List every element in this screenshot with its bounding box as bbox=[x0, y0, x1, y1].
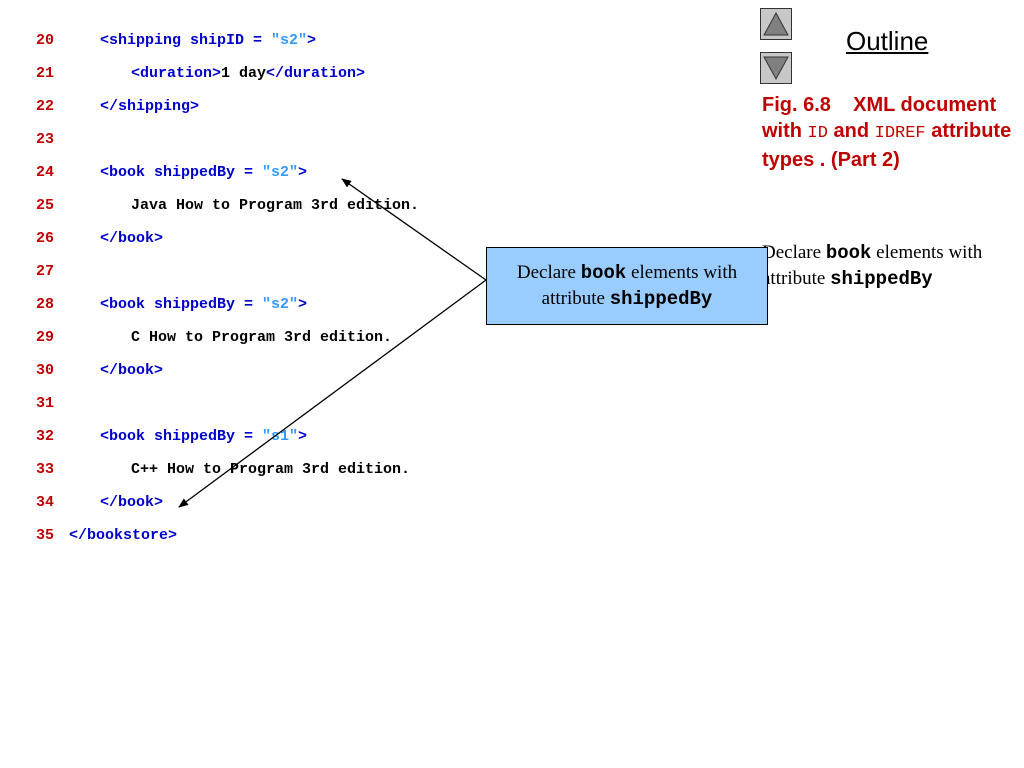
code-token: > bbox=[298, 296, 308, 313]
code-line: 26 </book> bbox=[0, 229, 700, 249]
code-text: <book shippedBy = "s2"> bbox=[100, 295, 307, 315]
code-token: </book> bbox=[100, 362, 164, 379]
code-token: > bbox=[298, 164, 308, 181]
code-text: </book> bbox=[100, 493, 163, 513]
code-token: </duration> bbox=[266, 65, 366, 82]
callout-code-book: book bbox=[580, 262, 627, 284]
code-line: 31 bbox=[0, 394, 700, 414]
code-text: <shipping shipID = "s2"> bbox=[100, 31, 316, 51]
code-token: > bbox=[298, 428, 308, 445]
code-text: <duration>1 day</duration> bbox=[131, 64, 365, 84]
code-line: 32 <book shippedBy = "s1"> bbox=[0, 427, 700, 447]
code-token: </bookstore> bbox=[69, 527, 178, 544]
line-number: 32 bbox=[36, 428, 55, 445]
code-line: 29 C How to Program 3rd edition. bbox=[0, 328, 700, 348]
code-line: 21 <duration>1 day</duration> bbox=[0, 64, 700, 84]
figure-label: Fig. 6.8 bbox=[762, 94, 831, 116]
code-text: </shipping> bbox=[100, 97, 199, 117]
code-token: <book shippedBy = bbox=[100, 164, 263, 181]
code-token: <shipping shipID = bbox=[100, 32, 272, 49]
outline-up-button[interactable] bbox=[760, 8, 792, 40]
code-token: C++ How to Program 3rd edition. bbox=[131, 461, 411, 478]
code-token: 1 day bbox=[221, 65, 267, 82]
code-token: <book shippedBy = bbox=[100, 296, 263, 313]
code-text: </bookstore> bbox=[69, 526, 177, 546]
code-token: "s2" bbox=[271, 32, 308, 49]
caption-text-1: XML document with bbox=[762, 94, 997, 142]
code-text: </book> bbox=[100, 361, 163, 381]
code-token: C How to Program 3rd edition. bbox=[131, 329, 393, 346]
code-line: 24 <book shippedBy = "s2"> bbox=[0, 163, 700, 183]
line-number: 26 bbox=[36, 230, 55, 247]
line-number: 28 bbox=[36, 296, 55, 313]
note-text-1: Declare bbox=[762, 242, 826, 263]
code-line: 33 C++ How to Program 3rd edition. bbox=[0, 460, 700, 480]
code-text: C++ How to Program 3rd edition. bbox=[131, 460, 410, 480]
outline-down-button[interactable] bbox=[760, 52, 792, 84]
line-number: 33 bbox=[36, 461, 55, 478]
code-line: 27 bbox=[0, 262, 700, 282]
line-number: 31 bbox=[36, 395, 55, 412]
caption-text-3: attribute types . (Part 2) bbox=[762, 120, 1012, 171]
code-text: Java How to Program 3rd edition. bbox=[131, 196, 419, 216]
callout-box: Declare book elements with attribute shi… bbox=[486, 247, 768, 325]
line-number: 27 bbox=[36, 263, 55, 280]
line-number: 34 bbox=[36, 494, 55, 511]
code-token: </book> bbox=[100, 230, 164, 247]
code-line: 34 </book> bbox=[0, 493, 700, 513]
triangle-up-icon bbox=[763, 11, 789, 36]
code-token: "s2" bbox=[262, 164, 299, 181]
line-number: 25 bbox=[36, 197, 55, 214]
code-token: </book> bbox=[100, 494, 164, 511]
line-number: 30 bbox=[36, 362, 55, 379]
line-number: 20 bbox=[36, 32, 55, 49]
code-token: > bbox=[307, 32, 317, 49]
callout-code-shippedby: shippedBy bbox=[609, 288, 713, 310]
code-token: "s1" bbox=[262, 428, 299, 445]
side-note: Declare book elements with attribute shi… bbox=[762, 240, 1022, 292]
line-number: 24 bbox=[36, 164, 55, 181]
line-number: 29 bbox=[36, 329, 55, 346]
code-line: 30 </book> bbox=[0, 361, 700, 381]
note-code-book: book bbox=[825, 242, 872, 264]
code-token: <duration> bbox=[131, 65, 222, 82]
outline-title[interactable]: Outline bbox=[846, 26, 929, 56]
code-token: "s2" bbox=[262, 296, 299, 313]
caption-code-id: ID bbox=[807, 124, 828, 143]
code-text: <book shippedBy = "s2"> bbox=[100, 163, 307, 183]
callout-text-1: Declare bbox=[516, 262, 581, 283]
caption-code-idref: IDREF bbox=[874, 124, 926, 143]
code-line: 35 </bookstore> bbox=[0, 526, 700, 546]
line-number: 23 bbox=[36, 131, 55, 148]
line-number: 35 bbox=[36, 527, 55, 544]
code-line: 23 bbox=[0, 130, 700, 150]
code-line: 20 <shipping shipID = "s2"> bbox=[0, 31, 700, 51]
note-text-2: elements with attribute bbox=[762, 242, 983, 289]
code-line: 22 </shipping> bbox=[0, 97, 700, 117]
code-line: 25 Java How to Program 3rd edition. bbox=[0, 196, 700, 216]
code-text: C How to Program 3rd edition. bbox=[131, 328, 392, 348]
figure-caption: Fig. 6.8 XML document with ID and IDREF … bbox=[762, 92, 1017, 173]
code-text: </book> bbox=[100, 229, 163, 249]
line-number: 22 bbox=[36, 98, 55, 115]
code-text: <book shippedBy = "s1"> bbox=[100, 427, 307, 447]
triangle-down-icon bbox=[763, 56, 789, 81]
line-number: 21 bbox=[36, 65, 55, 82]
code-token: <book shippedBy = bbox=[100, 428, 263, 445]
caption-text-2: and bbox=[827, 120, 875, 142]
callout-text-2: elements with attribute bbox=[541, 262, 738, 309]
code-token: Java How to Program 3rd edition. bbox=[131, 197, 420, 214]
note-code-shippedby: shippedBy bbox=[830, 268, 933, 290]
code-token: </shipping> bbox=[100, 98, 200, 115]
